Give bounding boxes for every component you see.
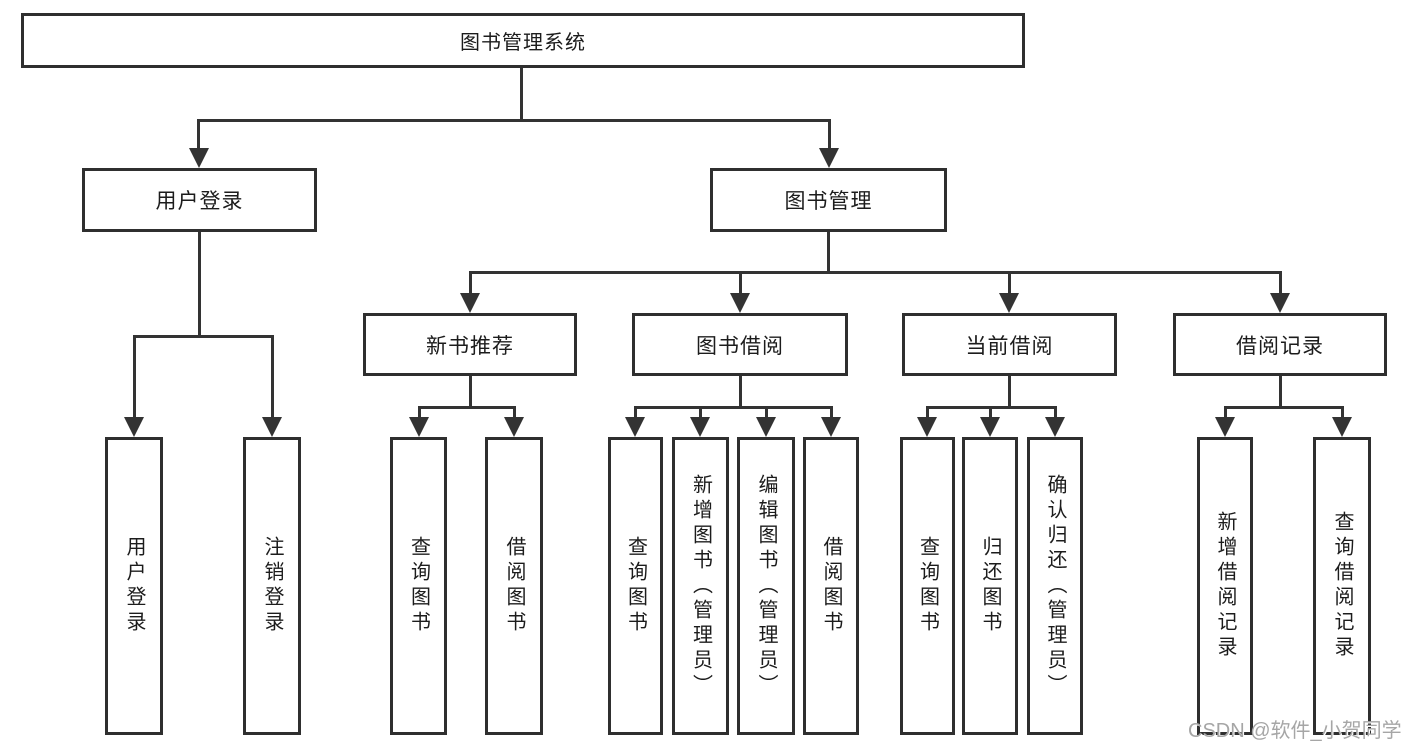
arrow-down-icon: [625, 417, 645, 437]
connector: [469, 376, 472, 409]
leaf-user-login: 用户登录: [105, 437, 163, 735]
connector: [739, 376, 742, 409]
connector: [133, 335, 136, 419]
connector: [197, 119, 831, 122]
connector: [634, 406, 637, 419]
arrow-down-icon: [409, 417, 429, 437]
leaf-add-book-admin: 新增图书（管理员）: [672, 437, 729, 735]
connector: [271, 335, 274, 419]
arrow-down-icon: [1045, 417, 1065, 437]
leaf-query-books-recommend: 查询图书: [390, 437, 447, 735]
connector: [926, 406, 929, 419]
connector: [513, 406, 516, 419]
connector: [634, 406, 833, 409]
connector: [699, 406, 702, 419]
connector: [1341, 406, 1344, 419]
connector: [765, 406, 768, 419]
arrow-down-icon: [1270, 293, 1290, 313]
node-borrow-records: 借阅记录: [1173, 313, 1387, 376]
arrow-down-icon: [730, 293, 750, 313]
arrow-down-icon: [690, 417, 710, 437]
leaf-borrow-books: 借阅图书: [803, 437, 859, 735]
arrow-down-icon: [504, 417, 524, 437]
leaf-query-borrow-record: 查询借阅记录: [1313, 437, 1371, 735]
node-current-borrow: 当前借阅: [902, 313, 1117, 376]
connector: [1008, 271, 1011, 295]
arrow-down-icon: [980, 417, 1000, 437]
arrow-down-icon: [821, 417, 841, 437]
arrow-down-icon: [1215, 417, 1235, 437]
node-book-management: 图书管理: [710, 168, 947, 232]
leaf-borrow-books-recommend: 借阅图书: [485, 437, 543, 735]
arrow-down-icon: [460, 293, 480, 313]
arrow-down-icon: [999, 293, 1019, 313]
connector: [989, 406, 992, 419]
arrow-down-icon: [917, 417, 937, 437]
connector: [739, 271, 742, 295]
watermark: CSDN @软件_小贺同学: [1188, 720, 1402, 742]
arrow-down-icon: [819, 148, 839, 168]
leaf-query-books-current: 查询图书: [900, 437, 955, 735]
connector: [520, 68, 523, 121]
connector: [1008, 376, 1011, 409]
connector: [469, 271, 1282, 274]
connector: [830, 406, 833, 419]
connector: [1224, 406, 1227, 419]
arrow-down-icon: [124, 417, 144, 437]
connector: [1279, 271, 1282, 295]
connector: [828, 119, 831, 151]
arrow-down-icon: [262, 417, 282, 437]
connector: [469, 271, 472, 295]
connector: [133, 335, 274, 338]
connector: [827, 232, 830, 274]
connector: [418, 406, 516, 409]
leaf-logout: 注销登录: [243, 437, 301, 735]
arrow-down-icon: [756, 417, 776, 437]
node-user-login: 用户登录: [82, 168, 317, 232]
arrow-down-icon: [1332, 417, 1352, 437]
connector: [1279, 376, 1282, 409]
connector: [198, 232, 201, 338]
arrow-down-icon: [189, 148, 209, 168]
connector: [1054, 406, 1057, 419]
node-library-system: 图书管理系统: [21, 13, 1025, 68]
connector: [1224, 406, 1344, 409]
leaf-confirm-return-admin: 确认归还（管理员）: [1027, 437, 1083, 735]
leaf-query-books-borrow: 查询图书: [608, 437, 663, 735]
node-new-book-recommend: 新书推荐: [363, 313, 577, 376]
connector: [197, 119, 200, 151]
connector: [418, 406, 421, 419]
leaf-return-book: 归还图书: [962, 437, 1018, 735]
leaf-edit-book-admin: 编辑图书（管理员）: [737, 437, 795, 735]
leaf-add-borrow-record: 新增借阅记录: [1197, 437, 1253, 735]
node-book-borrow: 图书借阅: [632, 313, 848, 376]
